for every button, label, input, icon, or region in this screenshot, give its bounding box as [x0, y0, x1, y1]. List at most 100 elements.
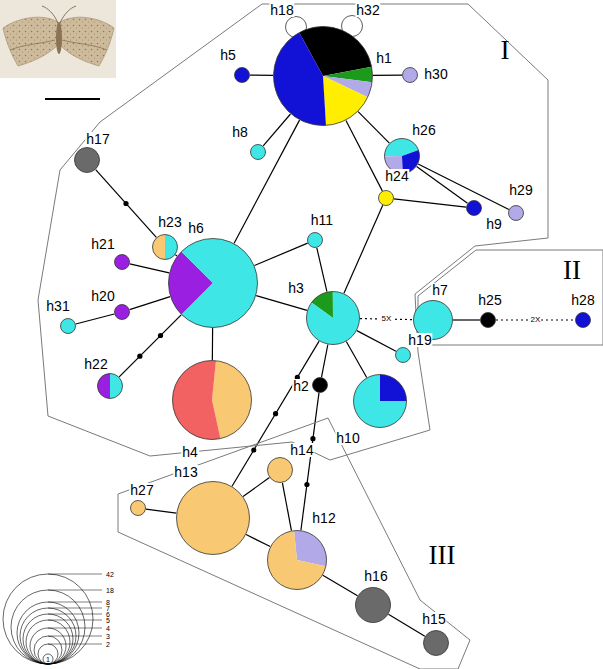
clade-numeral: III — [429, 542, 456, 569]
circle-outline — [356, 588, 391, 623]
haplotype-circle: h31 — [60, 318, 76, 334]
haplotype-circle: h5 — [234, 67, 250, 83]
clade-region: IIh7h25h28 — [418, 250, 603, 345]
haplotype-circle: h24 — [378, 190, 394, 206]
legend-count: 6 — [106, 611, 110, 618]
frequency-slice — [467, 201, 482, 216]
frequency-slice — [354, 375, 407, 428]
frequency-slice — [268, 458, 293, 483]
mutation-dot — [137, 354, 142, 359]
mutation-link — [119, 315, 181, 377]
haplotype-pie — [114, 254, 130, 270]
haplotype-pie — [466, 200, 482, 216]
haplotype-circle: h29 — [508, 205, 524, 221]
haplotype-pie — [267, 530, 327, 590]
haplotype-pie — [114, 304, 130, 320]
haplotype-pie — [355, 587, 391, 623]
circle-outline — [75, 148, 100, 173]
haplotype-label: h13 — [173, 465, 198, 479]
haplotype-pie — [395, 347, 411, 363]
haplotype-pie — [74, 147, 100, 173]
mutation-link — [317, 248, 327, 292]
circle-outline — [414, 301, 453, 340]
haplotype-pie — [307, 232, 323, 248]
haplotype-label: h16 — [363, 569, 388, 583]
legend-leader — [48, 636, 102, 637]
frequency-slice — [306, 292, 359, 345]
mutation-dot — [123, 201, 128, 206]
haplotype-label: h17 — [85, 132, 110, 146]
haplotype-circle: h10 — [353, 374, 407, 428]
frequency-slice — [403, 68, 418, 83]
mutation-link — [417, 167, 468, 204]
frequency-slice — [251, 145, 266, 160]
haplotype-pie — [306, 291, 360, 345]
clade-numeral: II — [563, 257, 581, 284]
size-circle — [17, 602, 79, 664]
moth-photo — [0, 0, 116, 78]
circle-outline — [177, 482, 250, 555]
frequency-slice — [424, 631, 449, 656]
mutation-link — [263, 114, 290, 146]
haplotype-label: h8 — [231, 125, 249, 139]
haplotype-circle: h6 — [168, 238, 258, 328]
region-border — [118, 418, 470, 669]
mutation-link — [357, 331, 396, 352]
circle-outline — [131, 501, 146, 516]
frequency-slice — [131, 501, 146, 516]
haplotype-label: h9 — [485, 217, 503, 231]
legend-count: 2 — [106, 641, 110, 648]
haplotype-pie — [273, 26, 373, 126]
step-count: 2X — [530, 316, 542, 324]
haplotype-circle: h3 — [306, 291, 360, 345]
size-circle — [23, 614, 73, 664]
clade-region: Ih18h32h1h5h30h8h26h29h9h24h17h23h6h11h2… — [38, 4, 548, 460]
haplotype-pie — [267, 457, 293, 483]
mutation-link — [250, 74, 273, 75]
haplotype-circle: h28 — [575, 312, 591, 328]
haplotype-label: h22 — [83, 357, 108, 371]
legend-leader — [48, 590, 102, 591]
mutation-link — [346, 341, 366, 377]
haplotype-pie — [575, 312, 591, 328]
frequency-slice — [268, 531, 326, 590]
mutation-link — [394, 199, 466, 207]
haplotype-label: h2 — [292, 379, 310, 393]
circle-outline — [467, 201, 482, 216]
mutation-link — [388, 614, 424, 636]
haplotype-label: h10 — [335, 431, 360, 445]
circle-outline — [169, 239, 258, 328]
frequency-slice — [98, 374, 111, 399]
haplotype-label: h29 — [508, 183, 533, 197]
circle-outline — [313, 378, 328, 393]
haplotype-label: h25 — [477, 293, 502, 307]
circle-outline — [173, 361, 252, 440]
haplotype-circle: h30 — [402, 67, 418, 83]
frequency-slice — [323, 76, 368, 125]
haplotype-circle: h16 — [355, 587, 391, 623]
mutation-link — [256, 296, 307, 311]
mutation-link — [301, 393, 319, 530]
frequency-slice — [235, 68, 250, 83]
circle-outline — [354, 375, 407, 428]
legend-leader — [48, 628, 102, 629]
haplotype-label: h20 — [90, 289, 115, 303]
frequency-slice — [110, 374, 123, 399]
mutation-link — [96, 170, 157, 238]
legend-count: 7 — [106, 605, 110, 612]
legend-count: 18 — [106, 587, 114, 594]
mutation-link — [373, 74, 402, 76]
legend-leader — [48, 644, 102, 645]
haplotype-circle: h2 — [312, 377, 328, 393]
haplotype-label: h5 — [219, 48, 237, 62]
circle-outline — [98, 374, 123, 399]
frequency-slice — [356, 588, 391, 623]
mutation-link — [212, 328, 213, 360]
circle-outline — [153, 235, 178, 260]
haplotype-pie — [130, 500, 146, 516]
legend-leader — [48, 602, 102, 603]
haplotype-label: h31 — [45, 299, 70, 313]
haplotype-label: h27 — [129, 483, 154, 497]
haplotype-label: h28 — [570, 293, 595, 307]
haplotype-pie — [97, 373, 123, 399]
